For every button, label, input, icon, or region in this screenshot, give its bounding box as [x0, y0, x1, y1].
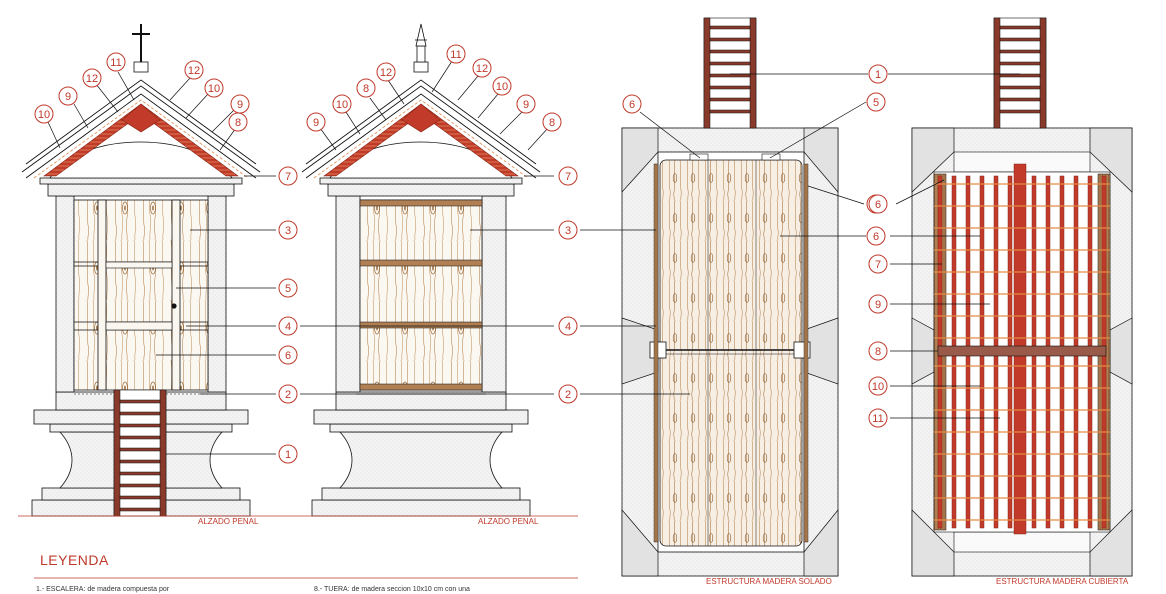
legend-item-8: 8.- TUERA: de madera seccion 10x10 cm co…: [314, 586, 470, 593]
callout-number: 7: [875, 259, 881, 271]
callout-number: 6: [873, 231, 879, 243]
callout-number: 8: [235, 117, 241, 129]
callout-number: 9: [313, 117, 319, 129]
callout-number: 1: [285, 449, 291, 461]
callout-circle: [204, 78, 224, 98]
callout-number: 4: [285, 321, 291, 333]
callout-number: 12: [380, 67, 392, 79]
caption-elevation-left: ALZADO PENAL: [198, 517, 259, 526]
callout-number: 10: [872, 381, 884, 393]
legend-title: LEYENDA: [40, 552, 109, 568]
callout-number: 10: [208, 83, 220, 95]
callout-number: 12: [476, 63, 488, 75]
callout-number: 3: [565, 225, 571, 237]
callout-circle: [472, 58, 492, 78]
roof-structure-plan: [911, 17, 1133, 577]
leader-lines: [47, 57, 1020, 455]
callout-circle: [558, 316, 578, 336]
callout-circle: [228, 112, 248, 132]
callout-circle: [868, 254, 888, 274]
callout-number: 9: [65, 91, 71, 103]
callout-number: 9: [237, 99, 243, 111]
callout-circle: [868, 294, 888, 314]
callout-circle: [866, 92, 886, 112]
callout-circle: [558, 166, 578, 186]
callout-circle: [278, 384, 298, 404]
callout-circle: [58, 86, 78, 106]
callout-number: 10: [38, 109, 50, 121]
callout-number: 6: [285, 350, 291, 362]
callout-circle: [306, 112, 326, 132]
caption-roof-structure: ESTRUCTURA MADERA CUBIERTA: [996, 577, 1129, 586]
callout-circle: [82, 68, 102, 88]
callout-number: 11: [872, 413, 883, 425]
legend-item-1: 1.- ESCALERA: de madera compuesta por: [36, 586, 170, 593]
caption-elevation-right: ALZADO PENAL: [478, 517, 539, 526]
callout-number: 10: [336, 99, 348, 111]
elevation-left: [21, 24, 261, 517]
callout-number: 11: [110, 57, 121, 69]
callout-circle: [106, 52, 126, 72]
callout-number: 7: [285, 171, 291, 183]
callout-number: 7: [565, 171, 571, 183]
callout-circle: [516, 94, 536, 114]
callout-circle: [376, 62, 396, 82]
callout-circle: [622, 94, 642, 114]
callout-number: 12: [86, 73, 98, 85]
callout-circle: [278, 316, 298, 336]
callout-circle: [868, 194, 888, 214]
floor-structure-plan: [621, 17, 839, 577]
callout-circle: [34, 104, 54, 124]
callout-number: 9: [523, 99, 529, 111]
callout-number: 5: [873, 97, 879, 109]
callout-number: 5: [285, 283, 291, 295]
callout-circle: [868, 341, 888, 361]
callout-number: 10: [496, 81, 508, 93]
elevation-right: [301, 23, 541, 517]
callout-number: 4: [565, 321, 571, 333]
callout-circle: [278, 444, 298, 464]
callout-circle: [868, 64, 888, 84]
callout-number: 8: [875, 346, 881, 358]
callout-circle: [866, 226, 886, 246]
callout-circle: [446, 44, 466, 64]
callout-circle: [492, 76, 512, 96]
callout-circle: [278, 278, 298, 298]
callout-circle: [278, 166, 298, 186]
callout-circle: [558, 384, 578, 404]
callout-number: 9: [875, 299, 881, 311]
callout-number: 2: [565, 389, 571, 401]
callout-circle: [558, 220, 578, 240]
callout-circle: [542, 112, 562, 132]
callout-number: 6: [875, 199, 881, 211]
callout-number: 8: [363, 83, 369, 95]
callout-number: 1: [875, 69, 881, 81]
callout-number: 6: [629, 99, 635, 111]
callout-circle: [278, 220, 298, 240]
callout-number: 8: [549, 117, 555, 129]
caption-floor-structure: ESTRUCTURA MADERA SOLADO: [706, 577, 832, 586]
callout-circle: [184, 60, 204, 80]
callout-markers: 10 9 12 11 12 10 9 8 7 3 5 4 6 2 1 9 10 8 12 11 12 10 9 8 7 3 4 2 1 6…: [34, 44, 888, 464]
callout-circle: [868, 408, 888, 428]
callout-number: 3: [285, 225, 291, 237]
callout-number: 11: [450, 49, 461, 61]
callout-circle: [868, 376, 888, 396]
callout-circle: [356, 78, 376, 98]
callout-number: 12: [188, 65, 200, 77]
callout-circle: [332, 94, 352, 114]
callout-circle: [278, 345, 298, 365]
callout-number: 2: [285, 389, 291, 401]
